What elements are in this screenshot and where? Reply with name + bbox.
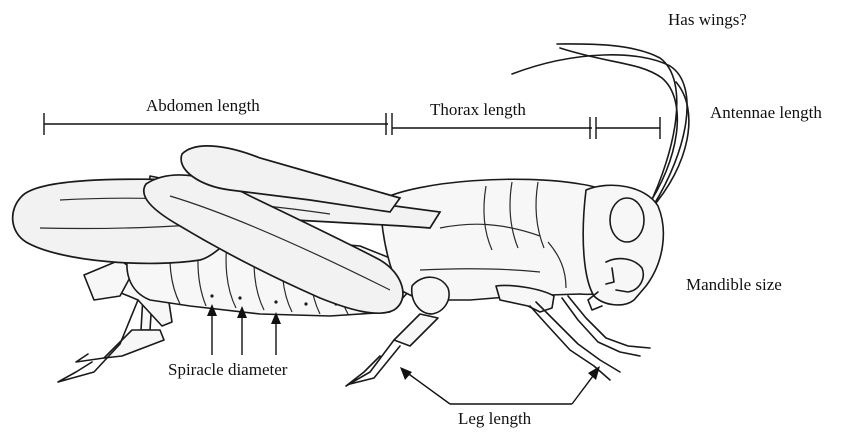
- mandible-size-label: Mandible size: [686, 276, 782, 293]
- spiracle-mark: [210, 294, 213, 297]
- spiracle-mark: [238, 296, 241, 299]
- abdomen-length-label: Abdomen length: [146, 97, 260, 114]
- dimension-bar: [44, 113, 660, 139]
- spiracle-mark: [274, 300, 277, 303]
- leg-length-label: Leg length: [458, 410, 531, 427]
- antennae-length-label: Antennae length: [710, 104, 822, 121]
- spiracle-mark: [304, 302, 307, 305]
- spiracle-diameter-label: Spiracle diameter: [168, 361, 287, 378]
- leg-length-arrows: [400, 366, 600, 404]
- thorax-length-label: Thorax length: [430, 101, 526, 118]
- has-wings-label: Has wings?: [668, 11, 747, 28]
- head: [583, 185, 663, 310]
